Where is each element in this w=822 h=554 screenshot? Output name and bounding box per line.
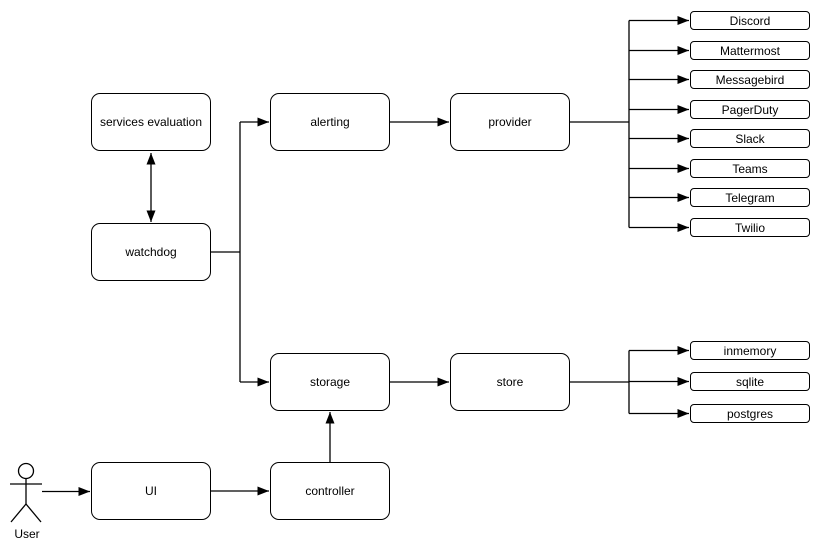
leaf-store-inmemory: inmemory: [690, 341, 810, 360]
leaf-store-postgres: postgres: [690, 404, 810, 423]
node-alerting: alerting: [270, 93, 390, 151]
node-ui: UI: [91, 462, 211, 520]
edge-provider-trunk: [570, 20, 630, 228]
node-store: store: [450, 353, 570, 411]
user-actor-label: User: [14, 527, 40, 541]
node-services-evaluation: services evaluation: [91, 93, 211, 151]
leaf-provider-twilio: Twilio: [690, 218, 810, 237]
leaf-provider-mattermost: Mattermost: [690, 41, 810, 60]
leaf-provider-discord: Discord: [690, 11, 810, 30]
leaf-store-sqlite: sqlite: [690, 372, 810, 391]
node-watchdog: watchdog: [91, 223, 211, 281]
node-storage: storage: [270, 353, 390, 411]
leaf-provider-telegram: Telegram: [690, 188, 810, 207]
leaf-provider-slack: Slack: [690, 129, 810, 148]
node-controller: controller: [270, 462, 390, 520]
edge-watchdog-trunk: [211, 122, 241, 382]
user-actor-icon: [10, 462, 42, 523]
leaf-provider-pagerduty: PagerDuty: [690, 100, 810, 119]
leaf-provider-teams: Teams: [690, 159, 810, 178]
node-provider: provider: [450, 93, 570, 151]
leaf-provider-messagebird: Messagebird: [690, 70, 810, 89]
edge-store-trunk: [570, 350, 630, 414]
